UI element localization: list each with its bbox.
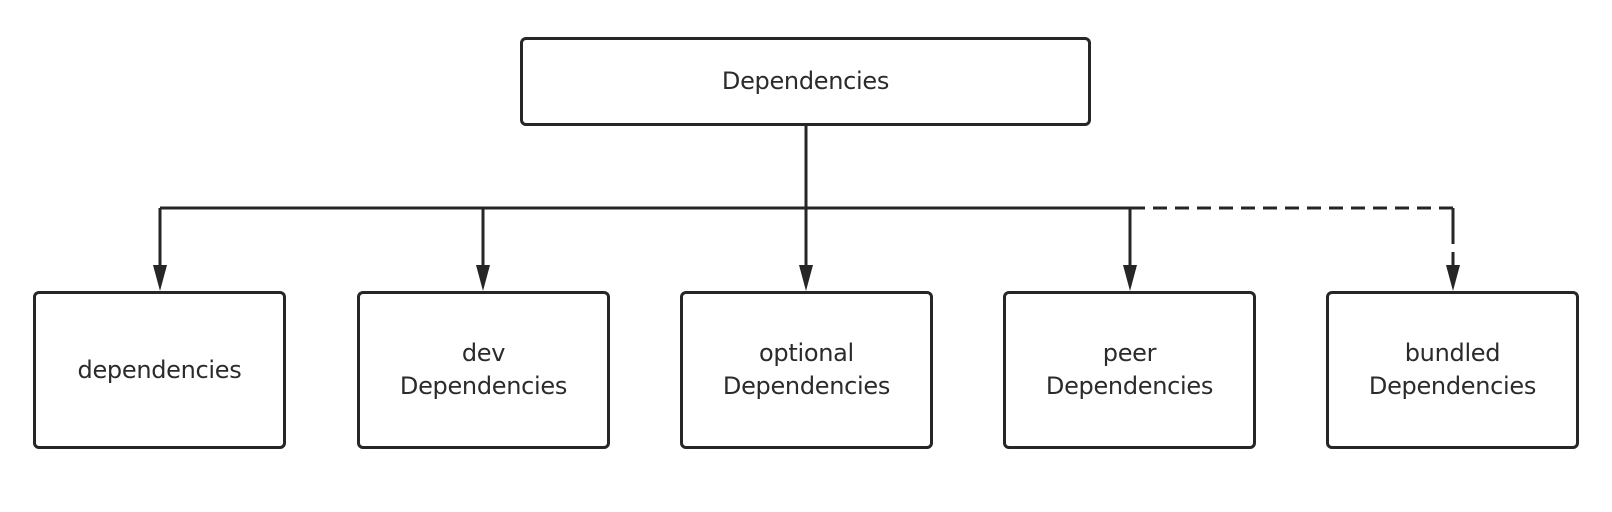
- arrowhead-icon: [153, 265, 167, 291]
- node-label: dependencies: [77, 355, 242, 384]
- node-label: dev Dependencies: [399, 339, 568, 400]
- node-label: peer Dependencies: [1045, 339, 1214, 400]
- node-label: optional Dependencies: [722, 339, 891, 400]
- root-node-label: Dependencies: [721, 67, 890, 95]
- arrowhead-icon: [1123, 265, 1137, 291]
- arrowhead-icon: [476, 265, 490, 291]
- node-peer-dependencies[interactable]: peer Dependencies: [1003, 291, 1256, 449]
- arrowhead-icon: [799, 265, 813, 291]
- node-label: bundled Dependencies: [1368, 339, 1537, 400]
- arrowhead-icon: [1446, 265, 1460, 291]
- root-node-dependencies[interactable]: Dependencies: [520, 37, 1091, 126]
- node-optional-dependencies[interactable]: optional Dependencies: [680, 291, 933, 449]
- node-dev-dependencies[interactable]: dev Dependencies: [357, 291, 610, 449]
- node-bundled-dependencies[interactable]: bundled Dependencies: [1326, 291, 1579, 449]
- node-dependencies[interactable]: dependencies: [33, 291, 286, 449]
- dashed-bus-connector: [1131, 206, 1455, 238]
